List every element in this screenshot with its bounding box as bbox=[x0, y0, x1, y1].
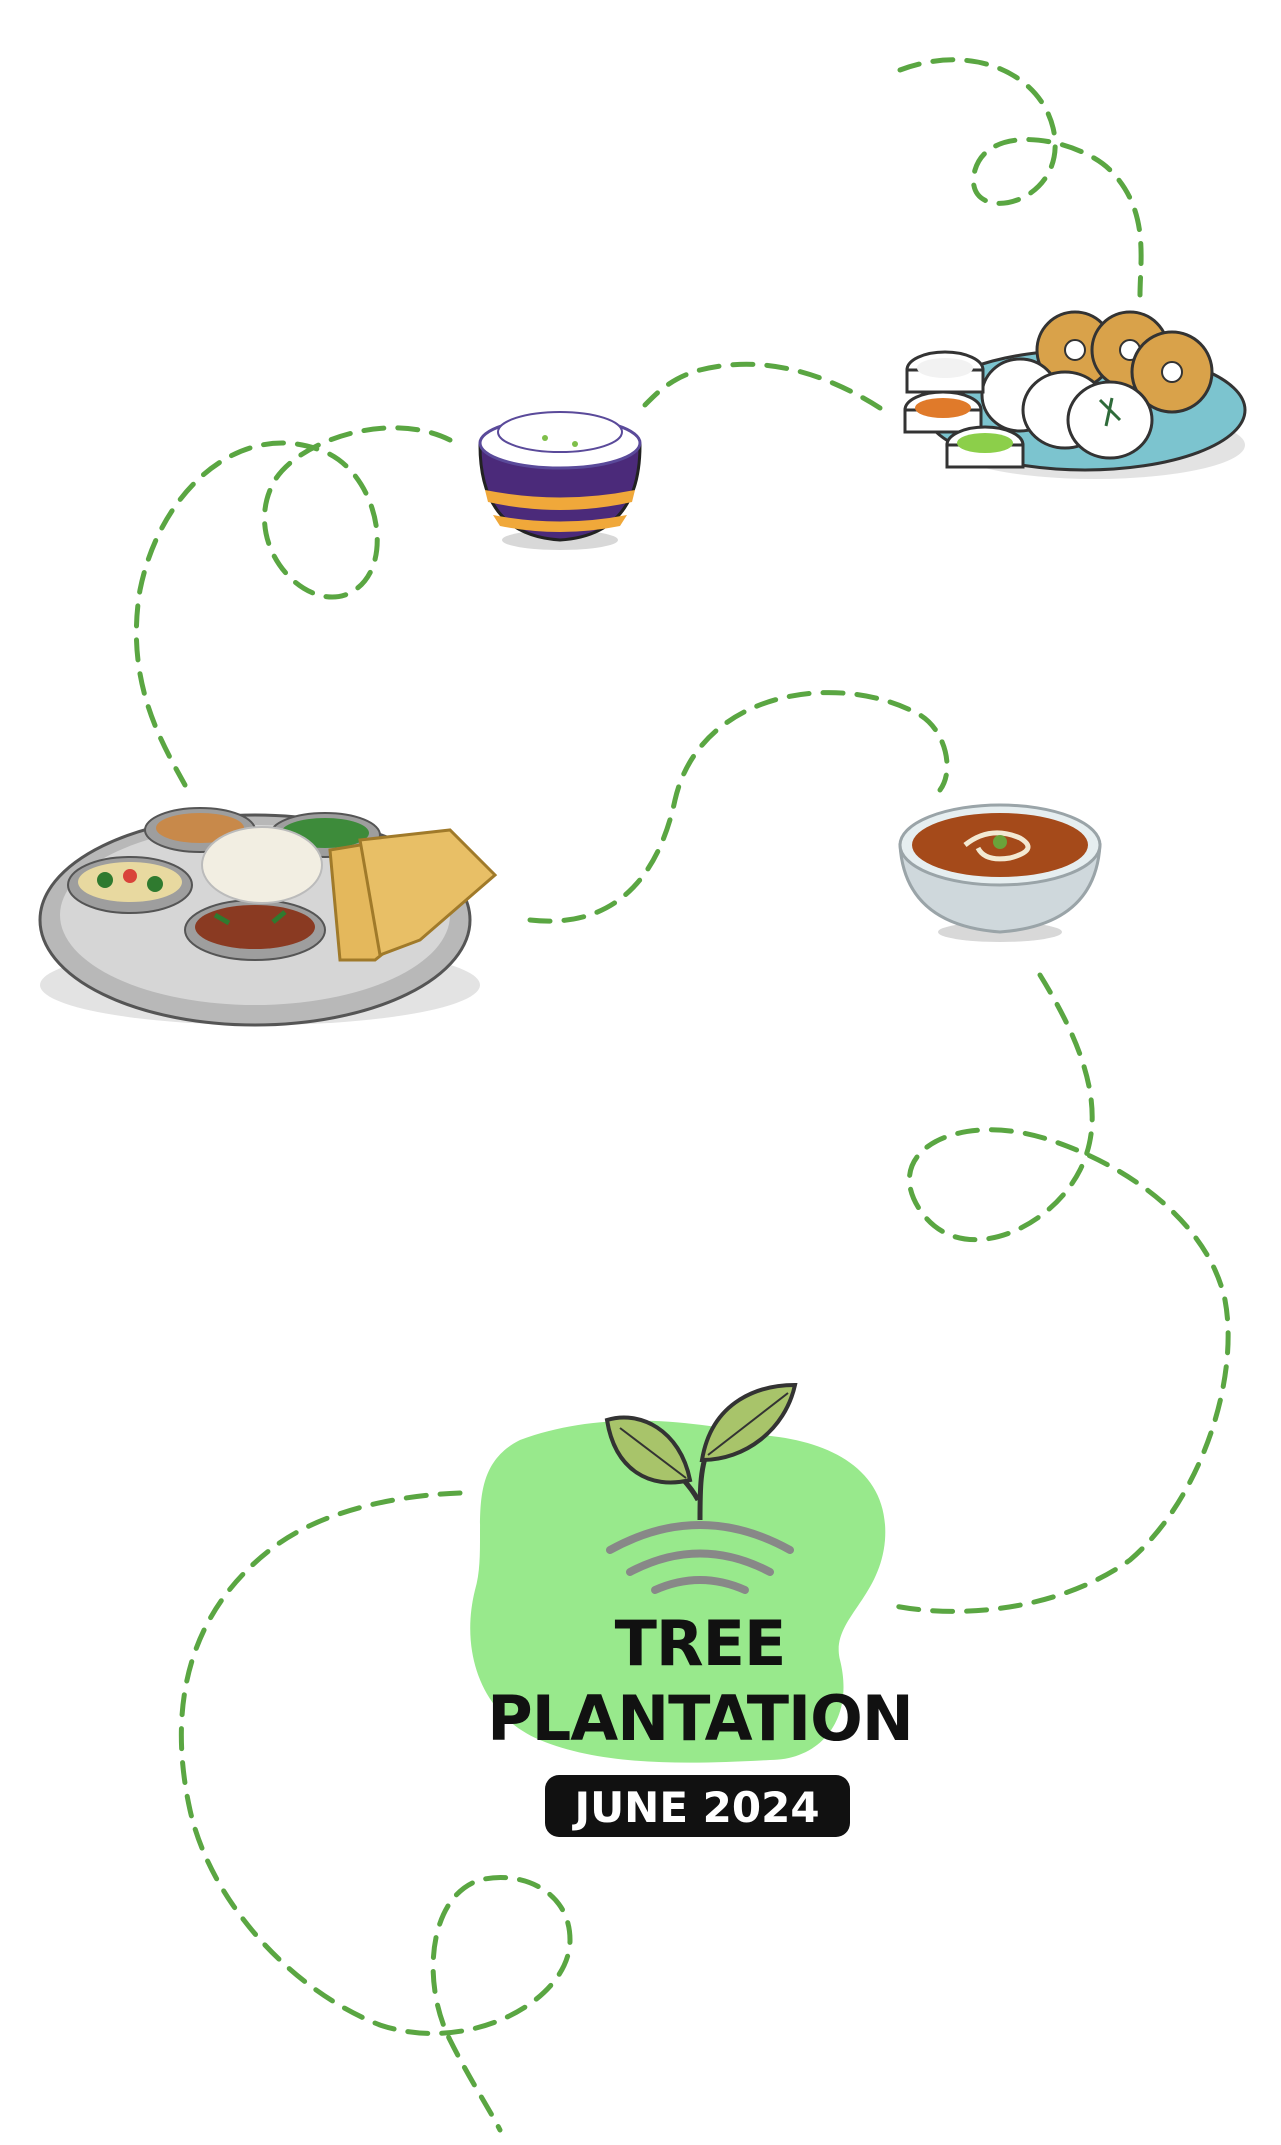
sapling-icon bbox=[604, 1382, 798, 1594]
green-blob bbox=[470, 1420, 886, 1763]
thali-plate-icon bbox=[38, 807, 498, 1027]
event-title-line2: PLANTATION bbox=[487, 1682, 912, 1755]
dashed-path bbox=[134, 57, 1231, 2133]
event-badge: TREE PLANTATION JUNE 2024 bbox=[470, 1382, 914, 1837]
date-badge bbox=[545, 1775, 850, 1837]
event-date: JUNE 2024 bbox=[571, 1783, 819, 1832]
idli-vada-platter-icon bbox=[903, 310, 1247, 479]
dal-bowl-icon bbox=[898, 803, 1102, 942]
rice-bowl-icon bbox=[478, 411, 642, 550]
event-title-line1: TREE bbox=[615, 1607, 786, 1680]
